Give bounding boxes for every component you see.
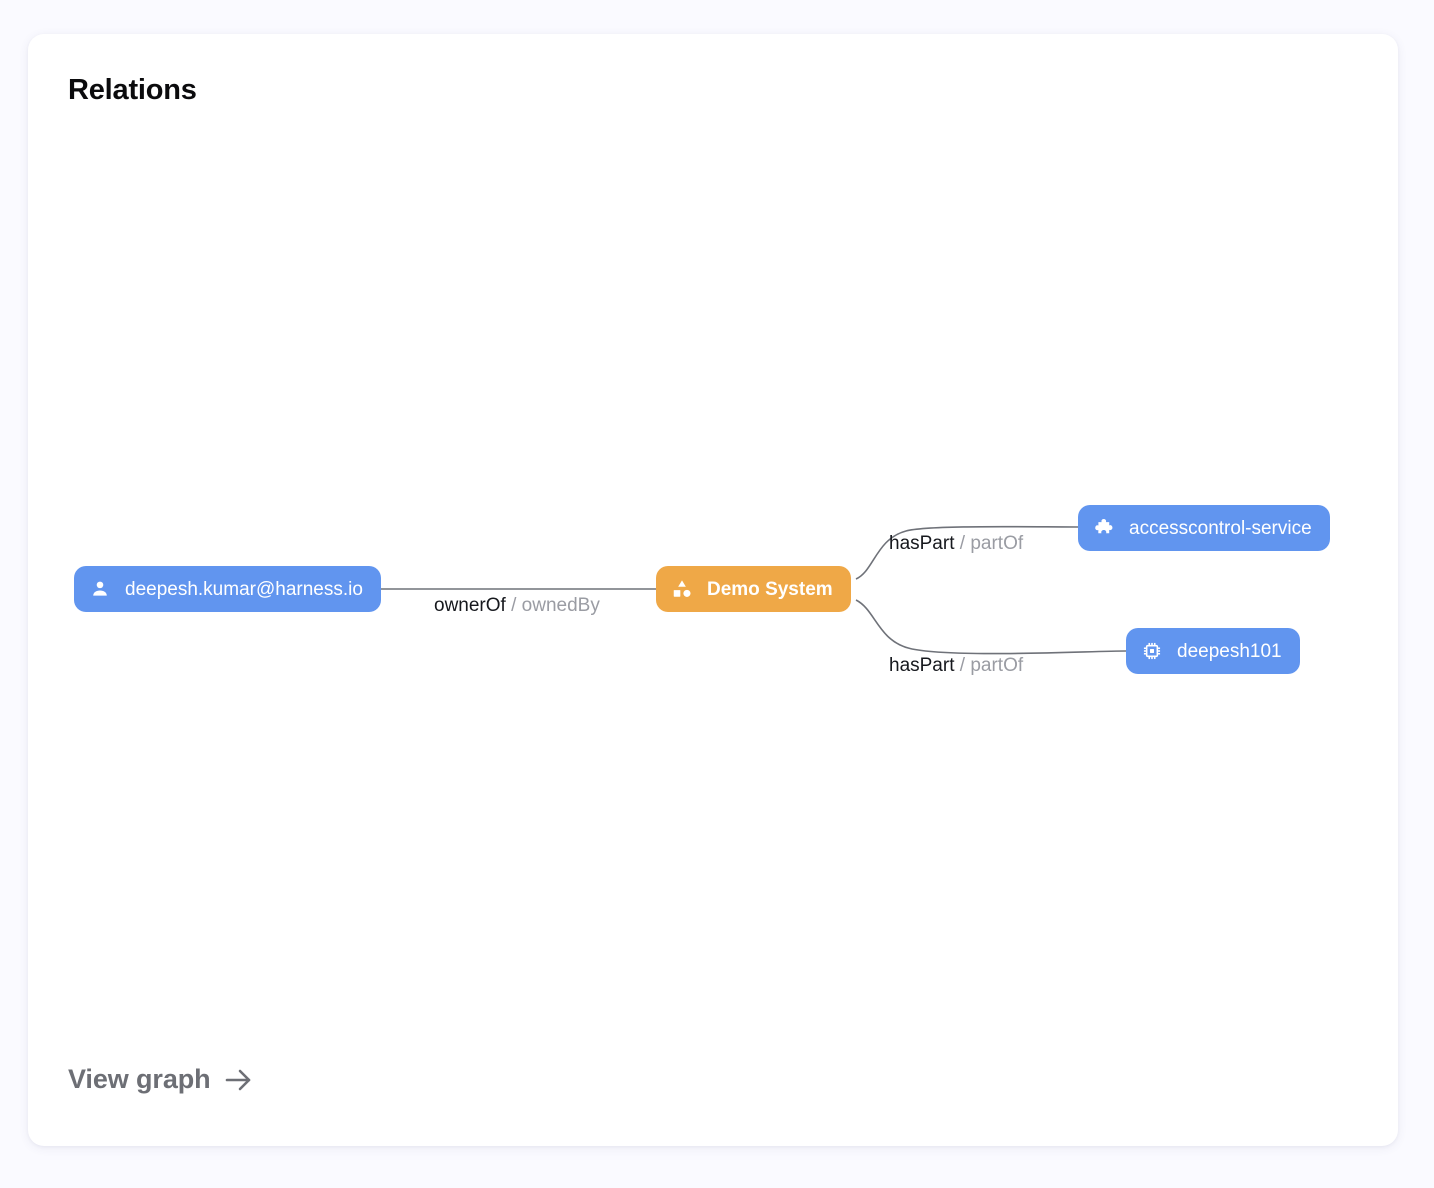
edge-label-separator: / <box>511 595 517 616</box>
arrow-right-icon <box>224 1067 254 1093</box>
edge-label-reverse: ownedBy <box>521 595 600 616</box>
graph-node-deepesh101[interactable]: deepesh101 <box>1126 628 1300 674</box>
page-title: Relations <box>68 74 197 106</box>
graph-node-label: Demo System <box>707 578 833 600</box>
edge-label-reverse: partOf <box>970 533 1024 554</box>
edge-label-separator: / <box>959 533 966 554</box>
edge-label-reverse: partOf <box>970 655 1024 676</box>
edge-label-haspart-bottom: hasPart / partOf <box>889 656 1023 675</box>
edge-label-owner: ownerOf / ownedBy <box>434 596 600 615</box>
relations-graph[interactable]: deepesh.kumar@harness.io Demo System acc… <box>28 34 1398 1146</box>
edge-label-forward: ownerOf <box>434 595 506 616</box>
category-shapes-icon <box>670 577 694 601</box>
edge-label-forward: hasPart <box>889 533 955 554</box>
view-graph-label: View graph <box>68 1064 211 1094</box>
view-graph-link[interactable]: View graph <box>68 1064 254 1095</box>
graph-node-label: accesscontrol-service <box>1129 517 1312 539</box>
edge-system-to-deepesh101 <box>855 599 1127 655</box>
edge-label-forward: hasPart <box>889 655 955 676</box>
memory-chip-icon <box>1140 639 1164 663</box>
edge-label-separator: / <box>959 655 966 676</box>
relations-card: Relations deepesh.kumar@harness.io <box>28 34 1398 1146</box>
puzzle-piece-icon <box>1092 516 1116 540</box>
graph-node-user[interactable]: deepesh.kumar@harness.io <box>74 566 381 612</box>
person-icon <box>88 577 112 601</box>
graph-node-label: deepesh.kumar@harness.io <box>125 578 363 600</box>
graph-node-label: deepesh101 <box>1177 640 1282 662</box>
graph-node-system[interactable]: Demo System <box>656 566 851 612</box>
graph-node-accesscontrol-service[interactable]: accesscontrol-service <box>1078 505 1330 551</box>
edge-label-haspart-top: hasPart / partOf <box>889 534 1023 553</box>
